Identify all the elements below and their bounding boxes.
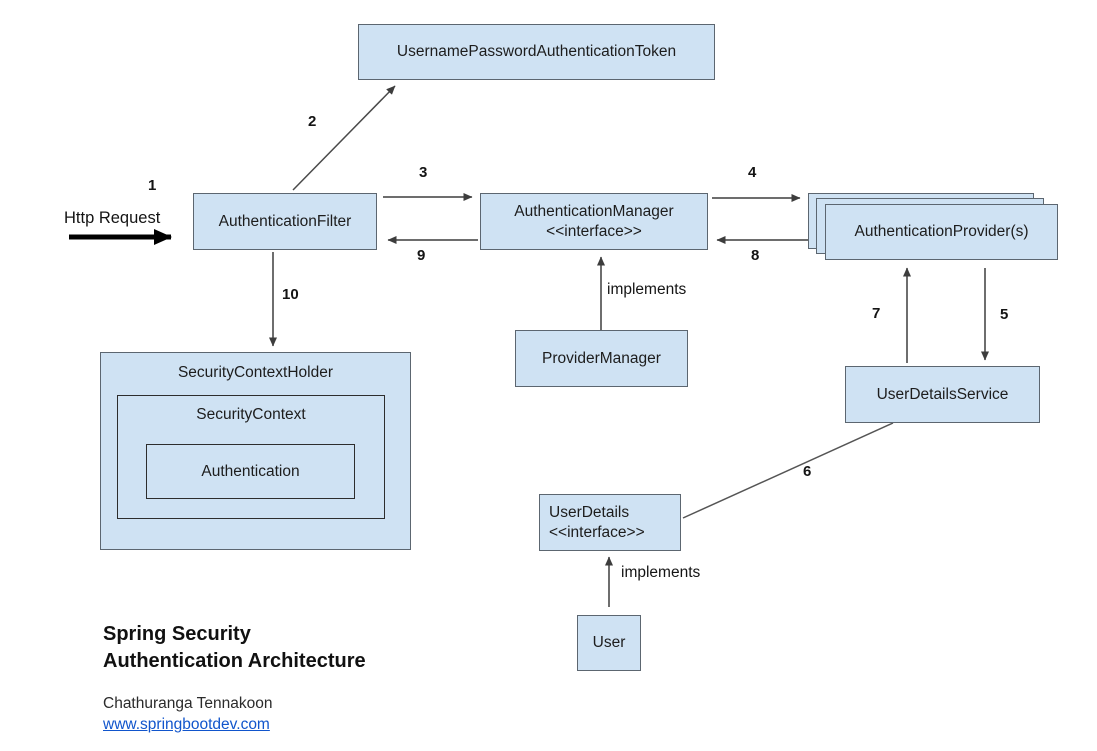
- box-label: SecurityContext: [196, 406, 306, 423]
- box-label: User: [592, 634, 626, 652]
- box-authentication-filter: AuthenticationFilter: [193, 193, 377, 250]
- step-label-7: 7: [872, 305, 881, 322]
- box-authentication: Authentication: [146, 444, 355, 499]
- box-security-context-holder: SecurityContextHolder SecurityContext Au…: [100, 352, 411, 550]
- box-label: ProviderManager: [542, 349, 661, 367]
- step-label-8: 8: [751, 247, 760, 264]
- step-label-2: 2: [308, 113, 317, 130]
- box-user-details: UserDetails <<interface>>: [539, 494, 681, 551]
- author-name: Chathuranga Tennakoon: [103, 695, 273, 712]
- box-username-password-authentication-token: UsernamePasswordAuthenticationToken: [358, 24, 715, 80]
- box-label: UserDetails: [549, 504, 630, 522]
- box-label: SecurityContextHolder: [177, 364, 334, 381]
- edge-step6: [682, 422, 894, 519]
- step-label-9: 9: [417, 247, 426, 264]
- diagram-title-line2: Authentication Architecture: [103, 650, 366, 672]
- box-label: AuthenticationManager: [514, 203, 674, 221]
- diagram-title-line1: Spring Security: [103, 623, 251, 645]
- http-request-label: Http Request: [64, 209, 161, 227]
- box-label: Authentication: [201, 462, 300, 480]
- box-stereotype: <<interface>>: [546, 222, 642, 240]
- box-provider-manager: ProviderManager: [515, 330, 688, 387]
- step-label-10: 10: [282, 286, 299, 303]
- box-security-context: SecurityContext Authentication: [117, 395, 385, 519]
- step-label-3: 3: [419, 164, 428, 181]
- implements-label-user: implements: [621, 564, 701, 581]
- box-label: AuthenticationProvider(s): [854, 223, 1029, 241]
- step-label-6: 6: [803, 463, 812, 480]
- step-label-5: 5: [1000, 306, 1009, 323]
- box-label: UserDetailsService: [876, 385, 1009, 403]
- implements-label-provider-manager: implements: [607, 281, 687, 298]
- box-user: User: [577, 615, 641, 671]
- box-label: UsernamePasswordAuthenticationToken: [396, 43, 677, 61]
- edge-step2: [292, 85, 396, 191]
- website-link[interactable]: www.springbootdev.com: [103, 716, 270, 733]
- box-authentication-providers: AuthenticationProvider(s): [825, 204, 1058, 260]
- box-label: AuthenticationFilter: [218, 212, 352, 230]
- step-label-4: 4: [748, 164, 757, 181]
- diagram-title: Spring Security Authentication Architect…: [103, 621, 366, 675]
- box-user-details-service: UserDetailsService: [845, 366, 1040, 423]
- box-stereotype: <<interface>>: [549, 523, 645, 541]
- box-authentication-manager: AuthenticationManager <<interface>>: [480, 193, 708, 250]
- step-label-1: 1: [148, 177, 157, 194]
